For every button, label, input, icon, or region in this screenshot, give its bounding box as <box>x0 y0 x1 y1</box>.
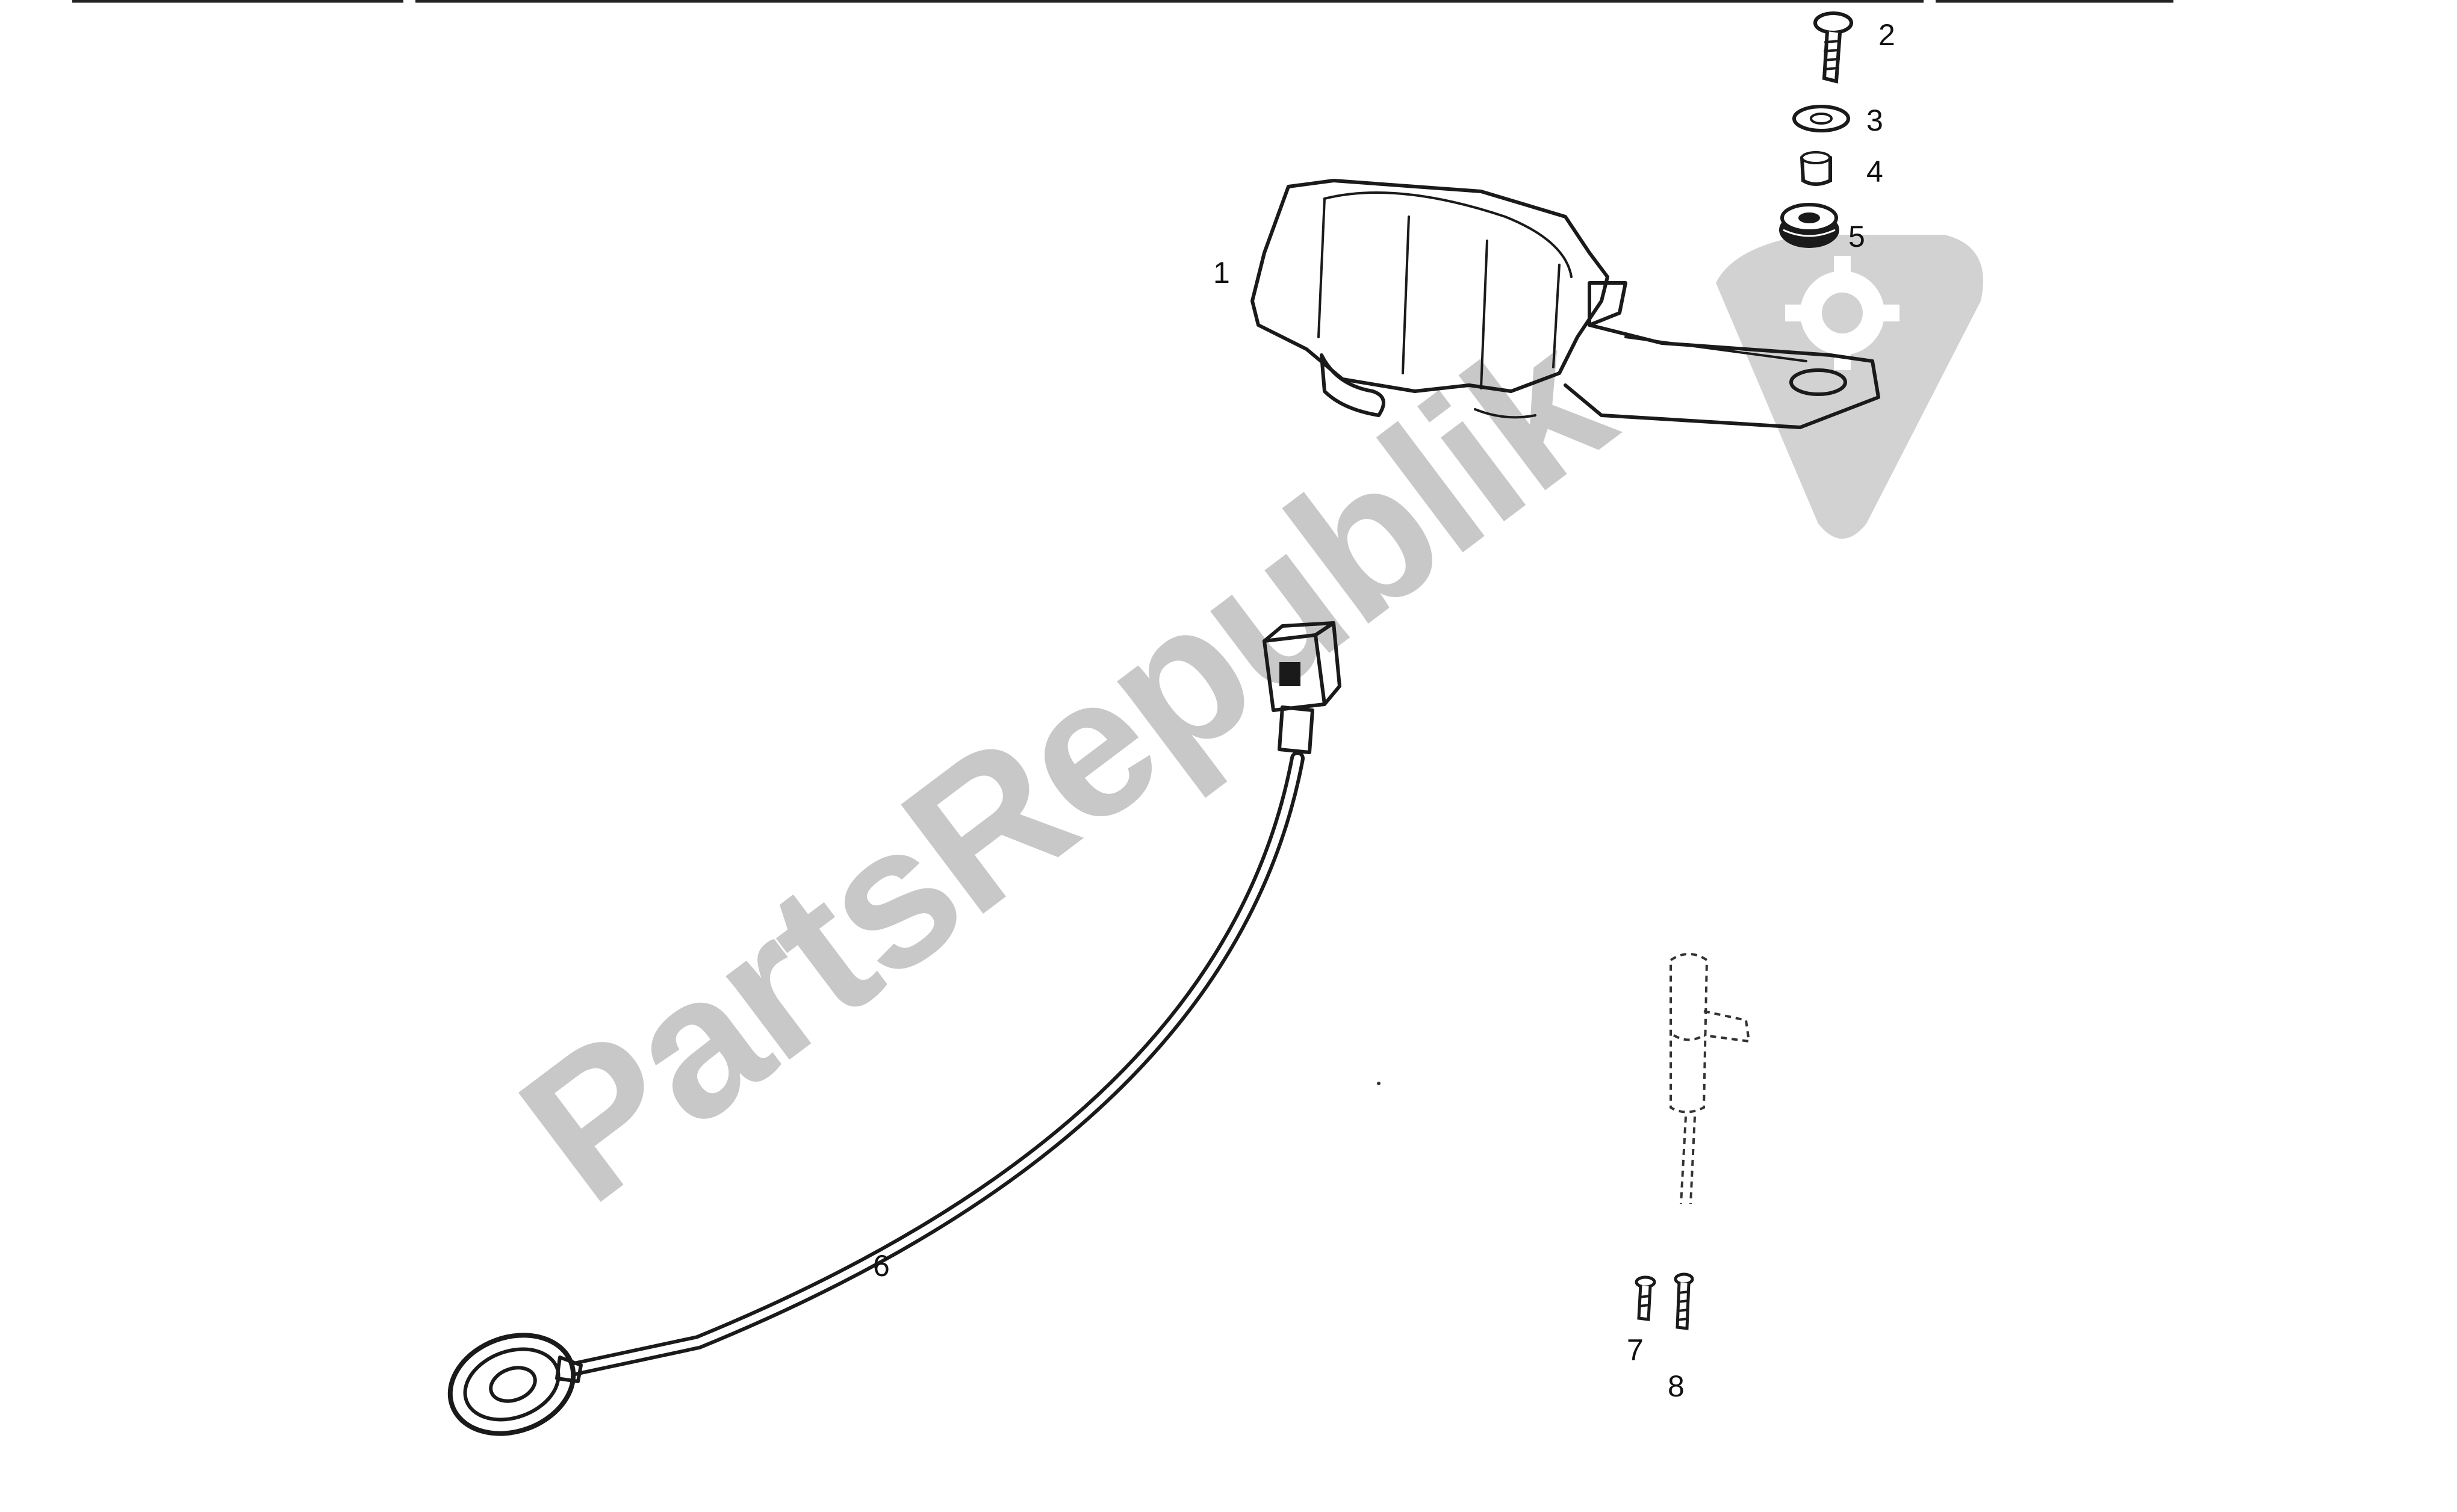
label-part-2: 2 <box>1878 18 1895 52</box>
label-part-5: 5 <box>1848 220 1865 253</box>
grommet-drawing <box>1779 203 1839 248</box>
spacer-drawing <box>1800 151 1832 186</box>
watermark-gear-icon <box>1716 235 1983 539</box>
label-part-7: 7 <box>1627 1333 1644 1367</box>
phantom-sensor-drawing <box>1670 953 1751 1204</box>
screw-drawing <box>1813 11 1853 84</box>
label-part-3: 3 <box>1866 104 1883 137</box>
screw-short-drawing <box>1635 1275 1656 1321</box>
stray-dot <box>1377 1082 1381 1085</box>
label-part-4: 4 <box>1866 155 1883 188</box>
washer-drawing <box>1792 105 1850 132</box>
instrument-cluster-drawing <box>1250 179 1880 429</box>
screw-long-drawing <box>1674 1272 1694 1330</box>
watermark: PartsRepublik <box>482 235 1983 1245</box>
label-part-8: 8 <box>1668 1369 1685 1403</box>
label-part-6: 6 <box>873 1249 890 1283</box>
speed-sensor-cable-drawing <box>447 621 1341 1436</box>
label-part-1: 1 <box>1213 256 1230 290</box>
part-labels: 1 2 3 4 5 6 7 8 <box>873 18 1895 1403</box>
watermark-text: PartsRepublik <box>482 288 1650 1245</box>
